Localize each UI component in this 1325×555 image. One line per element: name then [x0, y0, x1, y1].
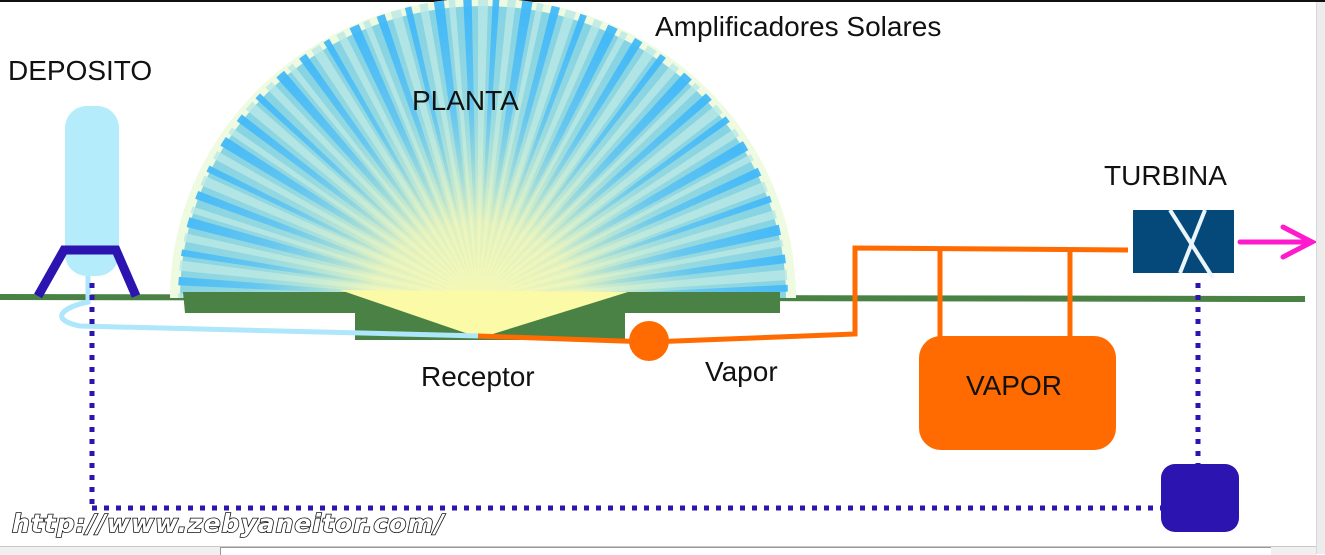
- turbina: [1133, 208, 1234, 280]
- vapor-tank: [919, 336, 1116, 450]
- pump: [629, 321, 669, 361]
- power-output-arrow: [1237, 224, 1318, 260]
- tank-stand: [34, 245, 141, 299]
- receptor-base: [183, 290, 780, 340]
- deposito-tank: [34, 106, 141, 299]
- label-planta: PLANTA: [412, 85, 519, 116]
- return-unit: [1161, 464, 1239, 532]
- label-deposito: DEPOSITO: [8, 55, 152, 86]
- mirror-field: [170, 0, 796, 298]
- label-turbina: TURBINA: [1104, 160, 1227, 191]
- steam-pipe: [477, 245, 1129, 345]
- vertical-scrollbar[interactable]: [1316, 2, 1325, 554]
- horizontal-scrollbar[interactable]: [0, 546, 1316, 555]
- tank-body: [65, 106, 119, 276]
- sunlight-reflection: [340, 290, 628, 338]
- label-vapor-tank: VAPOR: [966, 370, 1062, 401]
- top-border: [0, 0, 1325, 2]
- watermark-url: http://www.zebyaneitor.com/: [12, 509, 445, 538]
- label-amplificadores: Amplificadores Solares: [655, 11, 941, 42]
- label-receptor: Receptor: [421, 361, 535, 392]
- water-pipe: [59, 276, 481, 339]
- sun-glow: [180, 6, 786, 298]
- scrollbar-thumb[interactable]: [220, 547, 1271, 555]
- label-vapor-pipe: Vapor: [705, 356, 778, 387]
- return-line: [89, 283, 1201, 511]
